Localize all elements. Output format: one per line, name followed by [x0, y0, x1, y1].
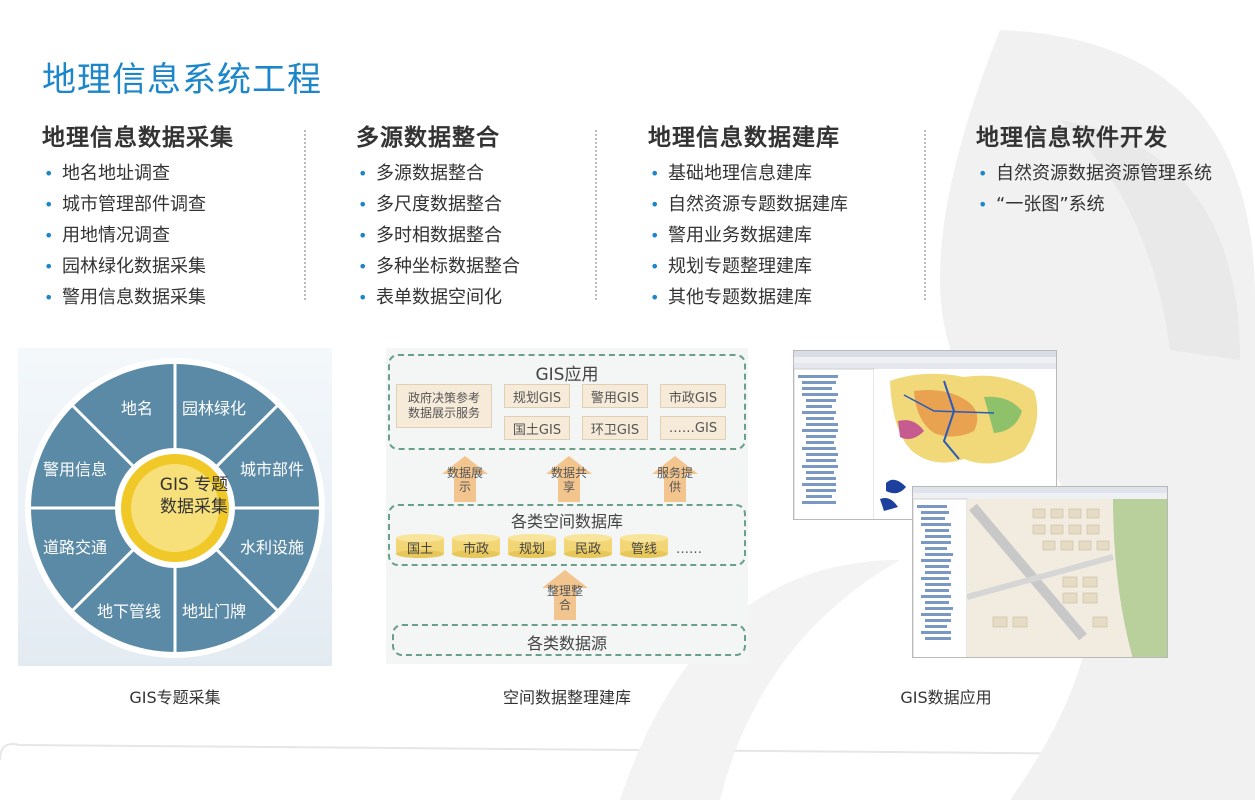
wheel-center-line1: GIS 专题: [159, 475, 229, 495]
column-divider: [924, 130, 926, 300]
list-item: 用地情况调查: [42, 220, 234, 251]
column-software-development: 地理信息软件开发 自然资源数据资源管理系统 “一张图”系统: [976, 118, 1212, 220]
data-source-box: [392, 624, 746, 656]
gis-application-title: GIS应用: [535, 365, 599, 385]
app-tag: ……GIS: [660, 416, 726, 440]
list-item: 多种坐标数据整合: [356, 251, 520, 282]
decision-support-tag: 政府决策参考数据展示服务: [396, 384, 492, 428]
column-divider: [595, 130, 597, 300]
list-item: 自然资源数据资源管理系统: [976, 158, 1212, 189]
list-item: 多时相数据整合: [356, 220, 520, 251]
arrow-label: 服务提供: [656, 466, 693, 494]
up-arrow-icon: [652, 456, 698, 502]
gis-collection-wheel: 地名 园林绿化 城市部件 水利设施 地址门牌 地下管线 道路交通 警用信息 GI…: [18, 348, 332, 666]
arrow-label: 数据共享: [550, 466, 587, 494]
database-cylinder: 市政: [452, 534, 500, 558]
wheel-center: GIS 专题 数据采集: [140, 474, 248, 540]
database-label: 管线: [630, 542, 657, 557]
arrow-label: 整理整合: [546, 584, 583, 612]
app-tag: 警用GIS: [582, 384, 648, 408]
app-tag: 市政GIS: [660, 384, 726, 408]
list-item: 规划专题整理建库: [648, 251, 848, 282]
column-divider: [304, 130, 306, 300]
database-cylinder: 规划: [508, 534, 556, 558]
wheel-segment-label: 水利设施: [239, 538, 305, 557]
wheel-segment-label: 道路交通: [42, 538, 108, 557]
up-arrow-icon: [442, 456, 488, 502]
caption-gis-application: GIS数据应用: [900, 688, 992, 707]
wheel-segment-label: 地下管线: [96, 602, 162, 621]
app-tag: 国土GIS: [504, 416, 570, 440]
list-item: 其他专题数据建库: [648, 282, 848, 313]
database-label: 规划: [518, 542, 545, 557]
spatial-database-flow: GIS应用 政府决策参考数据展示服务 规划GIS 警用GIS 市政GIS 国土G…: [386, 348, 748, 664]
app-tag: 环卫GIS: [582, 416, 648, 440]
column-database-building: 地理信息数据建库 基础地理信息建库 自然资源专题数据建库 警用业务数据建库 规划…: [648, 118, 848, 313]
wheel-segment-label: 园林绿化: [181, 399, 247, 418]
list-item: 自然资源专题数据建库: [648, 189, 848, 220]
column-heading: 地理信息软件开发: [976, 125, 1168, 151]
gis-application-box: [388, 354, 746, 450]
database-label: 民政: [574, 542, 601, 557]
column-data-collection: 地理信息数据采集 地名地址调查 城市管理部件调查 用地情况调查 园林绿化数据采集…: [42, 118, 234, 313]
caption-gis-collection: GIS专题采集: [129, 688, 221, 707]
column-data-integration: 多源数据整合 多源数据整合 多尺度数据整合 多时相数据整合 多种坐标数据整合 表…: [356, 118, 520, 313]
list-item: 多源数据整合: [356, 158, 520, 189]
database-label: 市政: [462, 542, 489, 557]
list-item: 园林绿化数据采集: [42, 251, 234, 282]
arrow-label: 数据展示: [446, 466, 483, 494]
list-item: 地名地址调查: [42, 158, 234, 189]
list-item: 警用信息数据采集: [42, 282, 234, 313]
gis-software-screenshot-detail: [912, 486, 1168, 658]
wheel-segment-label: 警用信息: [42, 460, 108, 479]
app-tag: 规划GIS: [504, 384, 570, 408]
spatial-database-title: 各类空间数据库: [510, 512, 623, 531]
column-heading: 地理信息数据建库: [648, 125, 840, 151]
page-title: 地理信息系统工程: [42, 60, 322, 100]
column-heading: 地理信息数据采集: [42, 125, 234, 151]
wheel-segment-label: 城市部件: [239, 460, 305, 479]
column-heading: 多源数据整合: [356, 125, 500, 151]
list-item: 表单数据空间化: [356, 282, 520, 313]
list-item: 多尺度数据整合: [356, 189, 520, 220]
wheel-center-line2: 数据采集: [160, 497, 228, 517]
wheel-graphic: [25, 358, 325, 658]
gis-street-map-thumbnail: [913, 487, 1167, 657]
wheel-segment-label: 地名: [120, 399, 154, 418]
spatial-database-box: [388, 504, 746, 566]
database-cylinder: 民政: [564, 534, 612, 558]
database-cylinder: 国土: [396, 534, 444, 558]
caption-spatial-database: 空间数据整理建库: [502, 688, 632, 707]
wheel-segment-label: 地址门牌: [181, 602, 247, 621]
list-item: “一张图”系统: [976, 189, 1212, 220]
database-cylinder: 管线: [620, 534, 668, 558]
database-label: 国土: [406, 542, 433, 557]
list-item: 警用业务数据建库: [648, 220, 848, 251]
list-item: 城市管理部件调查: [42, 189, 234, 220]
list-item: 基础地理信息建库: [648, 158, 848, 189]
up-arrow-icon: [546, 456, 592, 502]
database-more: ……: [676, 542, 702, 557]
data-source-title: 各类数据源: [526, 634, 607, 653]
up-arrow-icon: [542, 570, 588, 620]
